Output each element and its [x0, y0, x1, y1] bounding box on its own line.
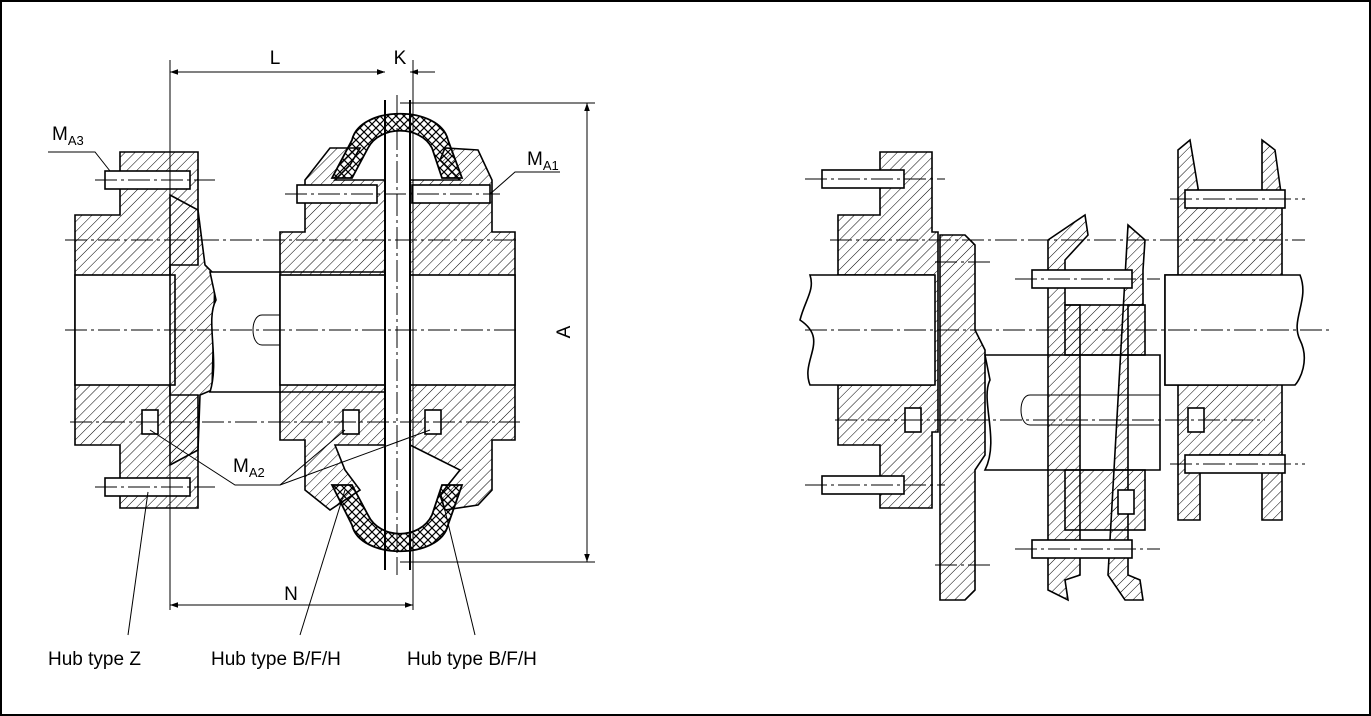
tyre-element	[330, 113, 464, 179]
dim-A: A	[554, 325, 575, 338]
right-flange-plate	[939, 234, 986, 601]
label-ma2: MA2	[233, 456, 265, 480]
hub-label-bfh-1: Hub type B/F/H	[211, 649, 341, 670]
dimension-lines	[48, 60, 595, 636]
dim-N: N	[284, 584, 298, 605]
right-shaft-left	[799, 274, 936, 386]
left-section-view	[65, 95, 520, 575]
dim-L: L	[270, 48, 281, 69]
right-exploded-view	[799, 138, 1330, 602]
hub-label-z: Hub type Z	[48, 649, 141, 670]
label-ma1: MA1	[527, 149, 559, 173]
label-ma3: MA3	[52, 124, 84, 148]
dim-K: K	[394, 48, 407, 69]
hub-label-bfh-2: Hub type B/F/H	[407, 649, 537, 670]
